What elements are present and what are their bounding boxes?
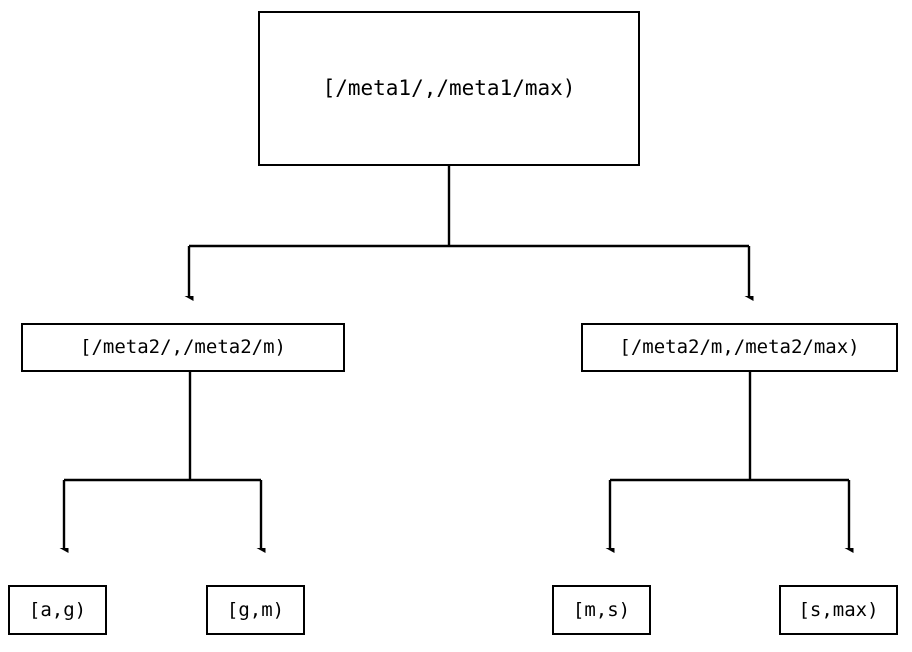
node-root[interactable]: [/meta1/,/meta1/max) bbox=[258, 11, 640, 166]
node-leaf-s-max[interactable]: [s,max) bbox=[779, 585, 898, 635]
node-root-label: [/meta1/,/meta1/max) bbox=[322, 76, 576, 100]
node-leaf-g-m[interactable]: [g,m) bbox=[206, 585, 305, 635]
node-leaf-a-g-label: [a,g) bbox=[28, 598, 87, 621]
node-mid-right[interactable]: [/meta2/m,/meta2/max) bbox=[581, 323, 898, 372]
node-leaf-a-g[interactable]: [a,g) bbox=[8, 585, 107, 635]
node-leaf-m-s[interactable]: [m,s) bbox=[552, 585, 651, 635]
node-leaf-m-s-label: [m,s) bbox=[572, 598, 631, 621]
node-leaf-s-max-label: [s,max) bbox=[798, 598, 879, 621]
node-mid-left-label: [/meta2/,/meta2/m) bbox=[80, 336, 286, 358]
node-mid-right-label: [/meta2/m,/meta2/max) bbox=[619, 336, 860, 358]
node-leaf-g-m-label: [g,m) bbox=[226, 598, 285, 621]
node-mid-left[interactable]: [/meta2/,/meta2/m) bbox=[21, 323, 345, 372]
